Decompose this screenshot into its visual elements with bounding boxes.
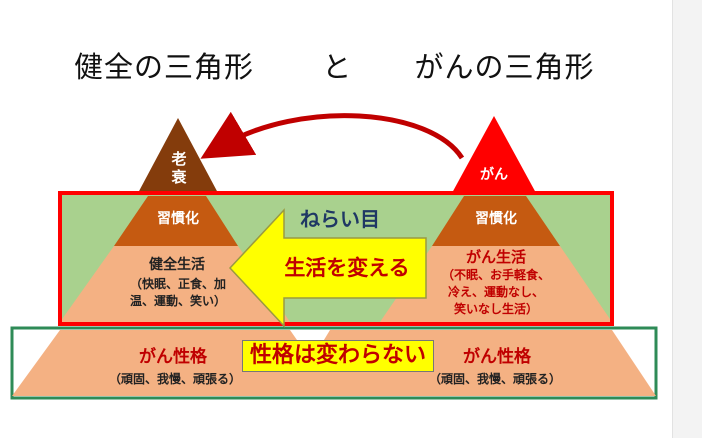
right-life-level — [380, 246, 612, 322]
old-age-label: 老 衰 — [171, 150, 187, 186]
old-age-apex — [138, 118, 218, 193]
right-life-detail: （不眠、お手軽食、 冷え、運動なし、 笑いなし生活） — [441, 268, 550, 316]
right-habit-level — [432, 196, 560, 246]
right-life-label: がん生活 — [465, 248, 526, 266]
aim-label: ねらい目 — [300, 207, 380, 231]
left-life-detail: （快眠、正食、加 温、運動、笑い） — [129, 277, 226, 308]
right-personality-detail: （頑固、我慢、頑張る） — [428, 372, 561, 386]
title-connector: と — [322, 50, 353, 84]
left-personality-label: がん性格 — [139, 347, 207, 367]
window-scroll-strip — [672, 0, 702, 438]
personality-unchanged-label: 性格は変わらない — [242, 340, 434, 372]
left-life-label: 健全生活 — [149, 257, 205, 273]
cancer-apex — [452, 116, 536, 193]
title-cancer-triangle: がんの三角形 — [414, 50, 595, 84]
left-habit-level — [114, 196, 238, 246]
right-habit-label: 習慣化 — [475, 211, 517, 227]
aim-box — [58, 191, 614, 326]
left-personality-detail: （頑固、我慢、頑張る） — [108, 372, 241, 386]
left-habit-label: 習慣化 — [157, 211, 199, 227]
cancer-apex-label: がん — [480, 167, 508, 183]
change-life-label: 生活を変える — [284, 256, 410, 280]
change-life-arrow — [228, 208, 427, 328]
diagram-title: 健全の三角形 と がんの三角形 — [74, 44, 594, 86]
title-healthy-triangle: 健全の三角形 — [74, 50, 255, 84]
curved-return-arrow — [200, 111, 465, 160]
right-personality-label: がん性格 — [463, 347, 531, 367]
